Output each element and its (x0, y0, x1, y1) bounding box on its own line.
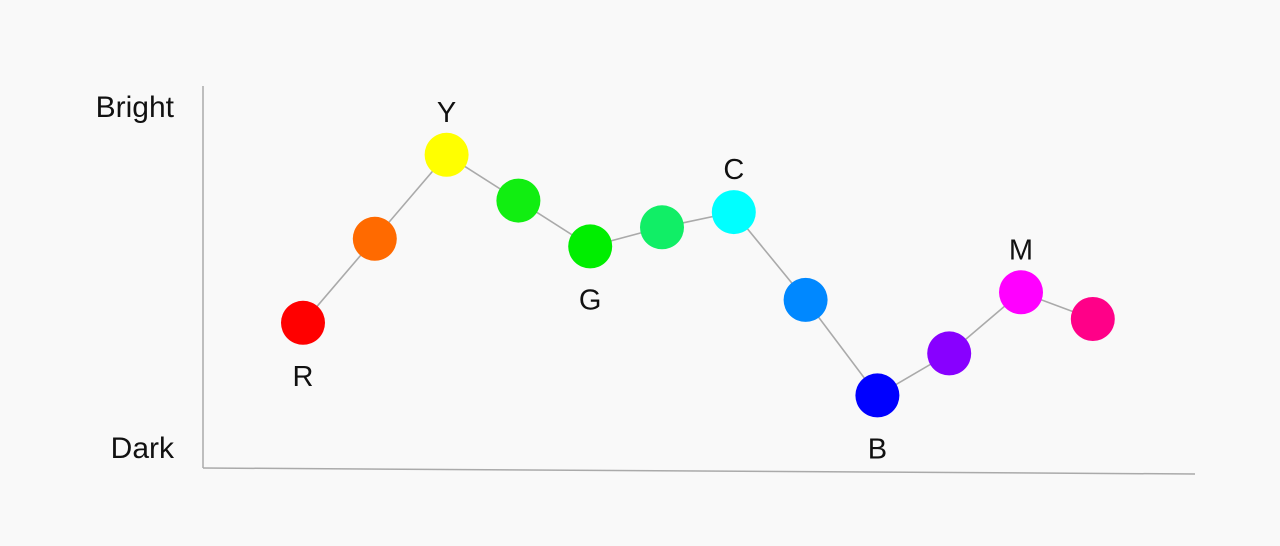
point-label-c: C (723, 154, 744, 186)
y-axis-top-label: Bright (96, 91, 175, 124)
point-label-g: G (579, 284, 602, 316)
y-axis-bottom-label: Dark (111, 432, 175, 465)
data-point-9 (855, 373, 900, 418)
data-point-1 (281, 300, 325, 345)
data-point-2 (352, 216, 397, 261)
data-point-4 (496, 178, 541, 223)
series-line (302, 153, 1094, 397)
point-label-b: B (868, 433, 887, 465)
data-point-3 (424, 132, 469, 177)
data-point-8 (783, 277, 828, 322)
data-point-12 (1070, 297, 1115, 341)
x-axis (202, 467, 1196, 475)
data-point-5 (568, 224, 613, 269)
data-point-11 (999, 270, 1043, 315)
data-point-10 (927, 331, 972, 376)
data-point-6 (640, 205, 684, 250)
point-label-m: M (1009, 234, 1033, 266)
point-label-r: R (293, 361, 314, 393)
series-layer: R Y G C B M (281, 97, 1115, 465)
data-point-7 (711, 190, 756, 235)
point-label-y: Y (437, 97, 456, 129)
